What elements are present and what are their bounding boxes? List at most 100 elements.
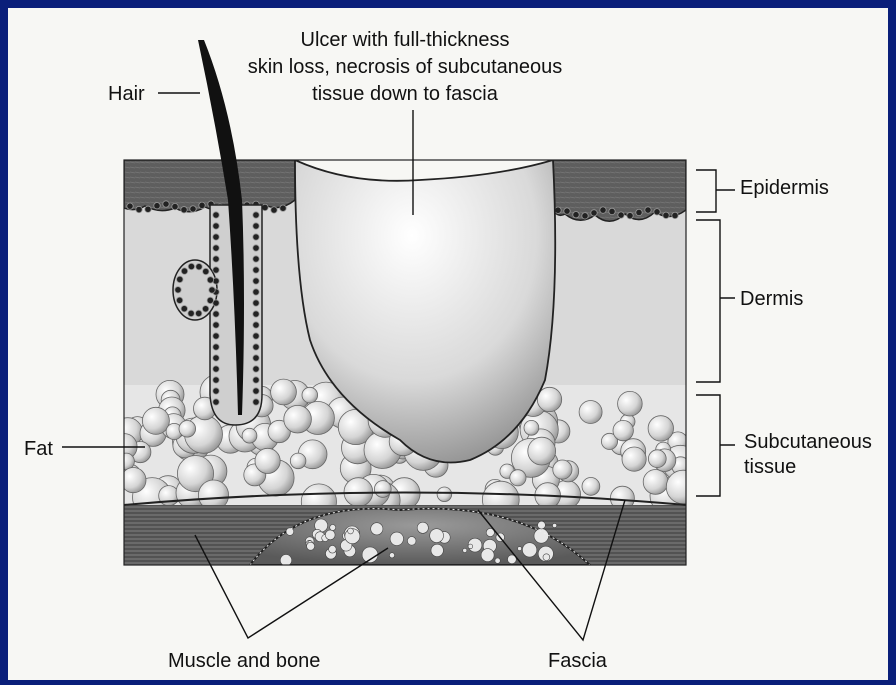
basal-cell: [627, 212, 633, 218]
basal-cell: [127, 203, 133, 209]
follicle-cell: [253, 377, 259, 383]
fat-globule: [613, 420, 633, 440]
fat-globule: [524, 420, 539, 435]
follicle-cell: [253, 300, 259, 306]
basal-cell: [136, 206, 142, 212]
gland-cell: [188, 263, 194, 269]
follicle-cell: [253, 289, 259, 295]
bone-pore: [431, 544, 443, 556]
basal-cell: [145, 206, 151, 212]
follicle-cell: [253, 234, 259, 240]
title-line-2: skin loss, necrosis of subcutaneous: [248, 56, 563, 78]
gland-cell: [209, 287, 215, 293]
fat-globule: [255, 448, 280, 473]
follicle-cell: [213, 377, 219, 383]
gland-cell: [181, 306, 187, 312]
fat-globule: [374, 481, 391, 498]
follicle-cell: [253, 256, 259, 262]
bone-pore: [329, 546, 337, 554]
gland-cell: [196, 264, 202, 270]
basal-cell: [672, 212, 678, 218]
hair-label: Hair: [108, 83, 145, 105]
bone-pore: [534, 529, 549, 544]
follicle-cell: [213, 322, 219, 328]
follicle-cell: [213, 245, 219, 251]
follicle-cell: [213, 234, 219, 240]
basal-cell: [262, 204, 268, 210]
fat-globule: [437, 487, 452, 502]
bone-pore: [407, 537, 416, 546]
gland-cell: [207, 297, 213, 303]
follicle-cell: [253, 278, 259, 284]
bone-pore: [307, 542, 315, 550]
gland-cell: [176, 297, 182, 303]
follicle-cell: [213, 333, 219, 339]
basal-cell: [600, 207, 606, 213]
bone-pore: [468, 544, 473, 549]
follicle-cell: [253, 212, 259, 218]
gland-cell: [181, 268, 187, 274]
bone-pore: [280, 555, 291, 566]
gland-cell: [202, 306, 208, 312]
subcutaneous-label-2: tissue: [744, 456, 796, 478]
follicle-cell: [253, 311, 259, 317]
bone-pore: [325, 530, 335, 540]
follicle-cell: [253, 322, 259, 328]
gland-cell: [188, 310, 194, 316]
basal-cell: [591, 210, 597, 216]
fat-globule: [618, 391, 643, 416]
follicle-cell: [213, 256, 219, 262]
basal-cell: [271, 207, 277, 213]
bone-pore: [390, 532, 403, 545]
basal-cell: [280, 205, 286, 211]
follicle-cell: [213, 212, 219, 218]
basal-cell: [172, 203, 178, 209]
follicle-cell: [213, 388, 219, 394]
fat-globule: [643, 470, 668, 495]
basal-cell: [199, 202, 205, 208]
fat-globule: [179, 421, 196, 438]
title-line-3: tissue down to fascia: [312, 83, 499, 105]
follicle-cell: [213, 399, 219, 405]
basal-cell: [564, 208, 570, 214]
basal-cell: [654, 209, 660, 215]
bone-pore: [481, 549, 494, 562]
epidermis-label: Epidermis: [740, 177, 829, 199]
bone-pore: [286, 528, 294, 536]
follicle-cell: [253, 344, 259, 350]
bone-pore: [522, 543, 536, 557]
fat-globule: [290, 453, 306, 469]
bone-pore: [389, 553, 394, 558]
bone-pore: [495, 558, 500, 563]
basal-cell: [618, 212, 624, 218]
title-line-1: Ulcer with full-thickness: [301, 29, 510, 51]
subcutaneous-bracket: [696, 395, 735, 496]
follicle-cell: [253, 399, 259, 405]
follicle-cell: [253, 245, 259, 251]
follicle-cell: [253, 267, 259, 273]
follicle-cell: [253, 366, 259, 372]
follicle-cell: [253, 333, 259, 339]
follicle-cell: [253, 223, 259, 229]
fat-globule: [648, 450, 666, 468]
bone-pore: [518, 547, 522, 551]
gland-cell: [196, 310, 202, 316]
fat-globule: [622, 447, 646, 471]
bone-pore: [330, 525, 336, 531]
fascia-label: Fascia: [548, 650, 608, 672]
basal-cell: [181, 207, 187, 213]
basal-cell: [636, 209, 642, 215]
tissue-block: [111, 160, 700, 566]
fat-globule: [666, 470, 700, 504]
gland-cell: [175, 287, 181, 293]
fat-globule: [302, 387, 318, 403]
subcutaneous-label-1: Subcutaneous: [744, 431, 872, 453]
basal-cell: [663, 212, 669, 218]
gland-cell: [207, 277, 213, 283]
bone-pore: [553, 523, 557, 527]
basal-cell: [163, 201, 169, 207]
basal-cell: [645, 207, 651, 213]
bone-pore: [463, 548, 467, 552]
fat-label: Fat: [24, 438, 53, 460]
basal-cell: [573, 212, 579, 218]
